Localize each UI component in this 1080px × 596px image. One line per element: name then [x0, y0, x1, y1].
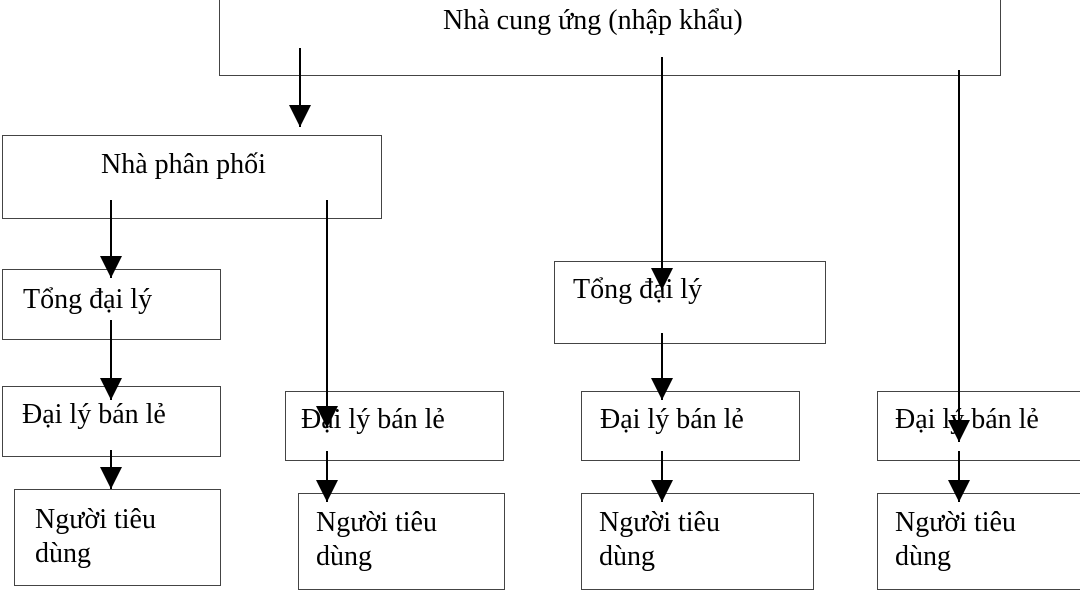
distributor-box	[2, 135, 382, 219]
retailer-label-1: Đại lý bán lẻ	[22, 399, 166, 430]
retailer-box-3	[581, 391, 800, 461]
consumer-box-2	[298, 493, 505, 590]
general-agent-left-label: Tổng đại lý	[23, 284, 153, 315]
consumer-box-3	[581, 493, 814, 590]
consumer-label-1: Người tiêu dùng	[35, 504, 156, 569]
supplier-label: Nhà cung ứng (nhập khẩu)	[443, 5, 743, 36]
consumer-box-4	[877, 493, 1080, 590]
supplier-box	[219, 0, 1001, 76]
retailer-box-4	[877, 391, 1080, 461]
consumer-box-1	[14, 489, 221, 586]
consumer-label-2: Người tiêu dùng	[316, 507, 437, 572]
consumer-label-4: Người tiêu dùng	[895, 507, 1016, 572]
consumer-label-3: Người tiêu dùng	[599, 507, 720, 572]
general-agent-mid-box	[554, 261, 826, 344]
retailer-label-3: Đại lý bán lẻ	[600, 404, 744, 435]
general-agent-mid-label: Tổng đại lý	[573, 274, 703, 305]
distributor-label: Nhà phân phối	[101, 149, 266, 180]
